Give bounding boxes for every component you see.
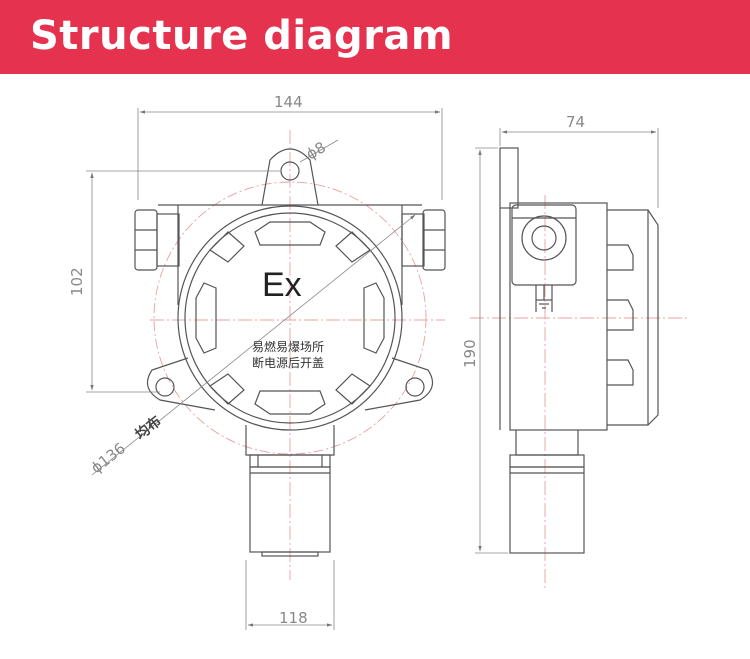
warning-text-line1: 易燃易爆场所: [252, 339, 324, 354]
ex-mark: Ex: [262, 266, 302, 304]
round-cover: [177, 205, 403, 431]
side-mounting-bracket: [499, 147, 519, 430]
center-lines: [150, 130, 445, 580]
side-sensor-head: [509, 430, 585, 554]
side-view: [470, 128, 690, 590]
dim-hole-label: ϕ8: [303, 138, 329, 163]
front-dimensions: [86, 108, 443, 630]
enclosure-body: [134, 204, 446, 305]
dim-total-height-label: 190: [461, 339, 479, 368]
bottom-mounting-lugs: [146, 357, 434, 411]
dim-bottom-width-label: 118: [279, 609, 308, 627]
dim-width-label: 144: [274, 93, 303, 111]
sensor-head: [245, 425, 335, 557]
dim-bolt-circle-label: ϕ136: [87, 439, 128, 477]
warning-text-line2: 断电源后开盖: [252, 355, 324, 370]
top-mounting-lug: [261, 148, 319, 206]
header-banner: Structure diagram: [0, 0, 750, 74]
side-body: [509, 202, 659, 431]
dim-height-label: 102: [68, 267, 86, 296]
side-dimensions: [475, 128, 659, 554]
page-title: Structure diagram: [30, 13, 454, 59]
front-view: [86, 108, 446, 630]
dim-depth-label: 74: [566, 113, 585, 131]
side-center-lines: [470, 195, 690, 590]
